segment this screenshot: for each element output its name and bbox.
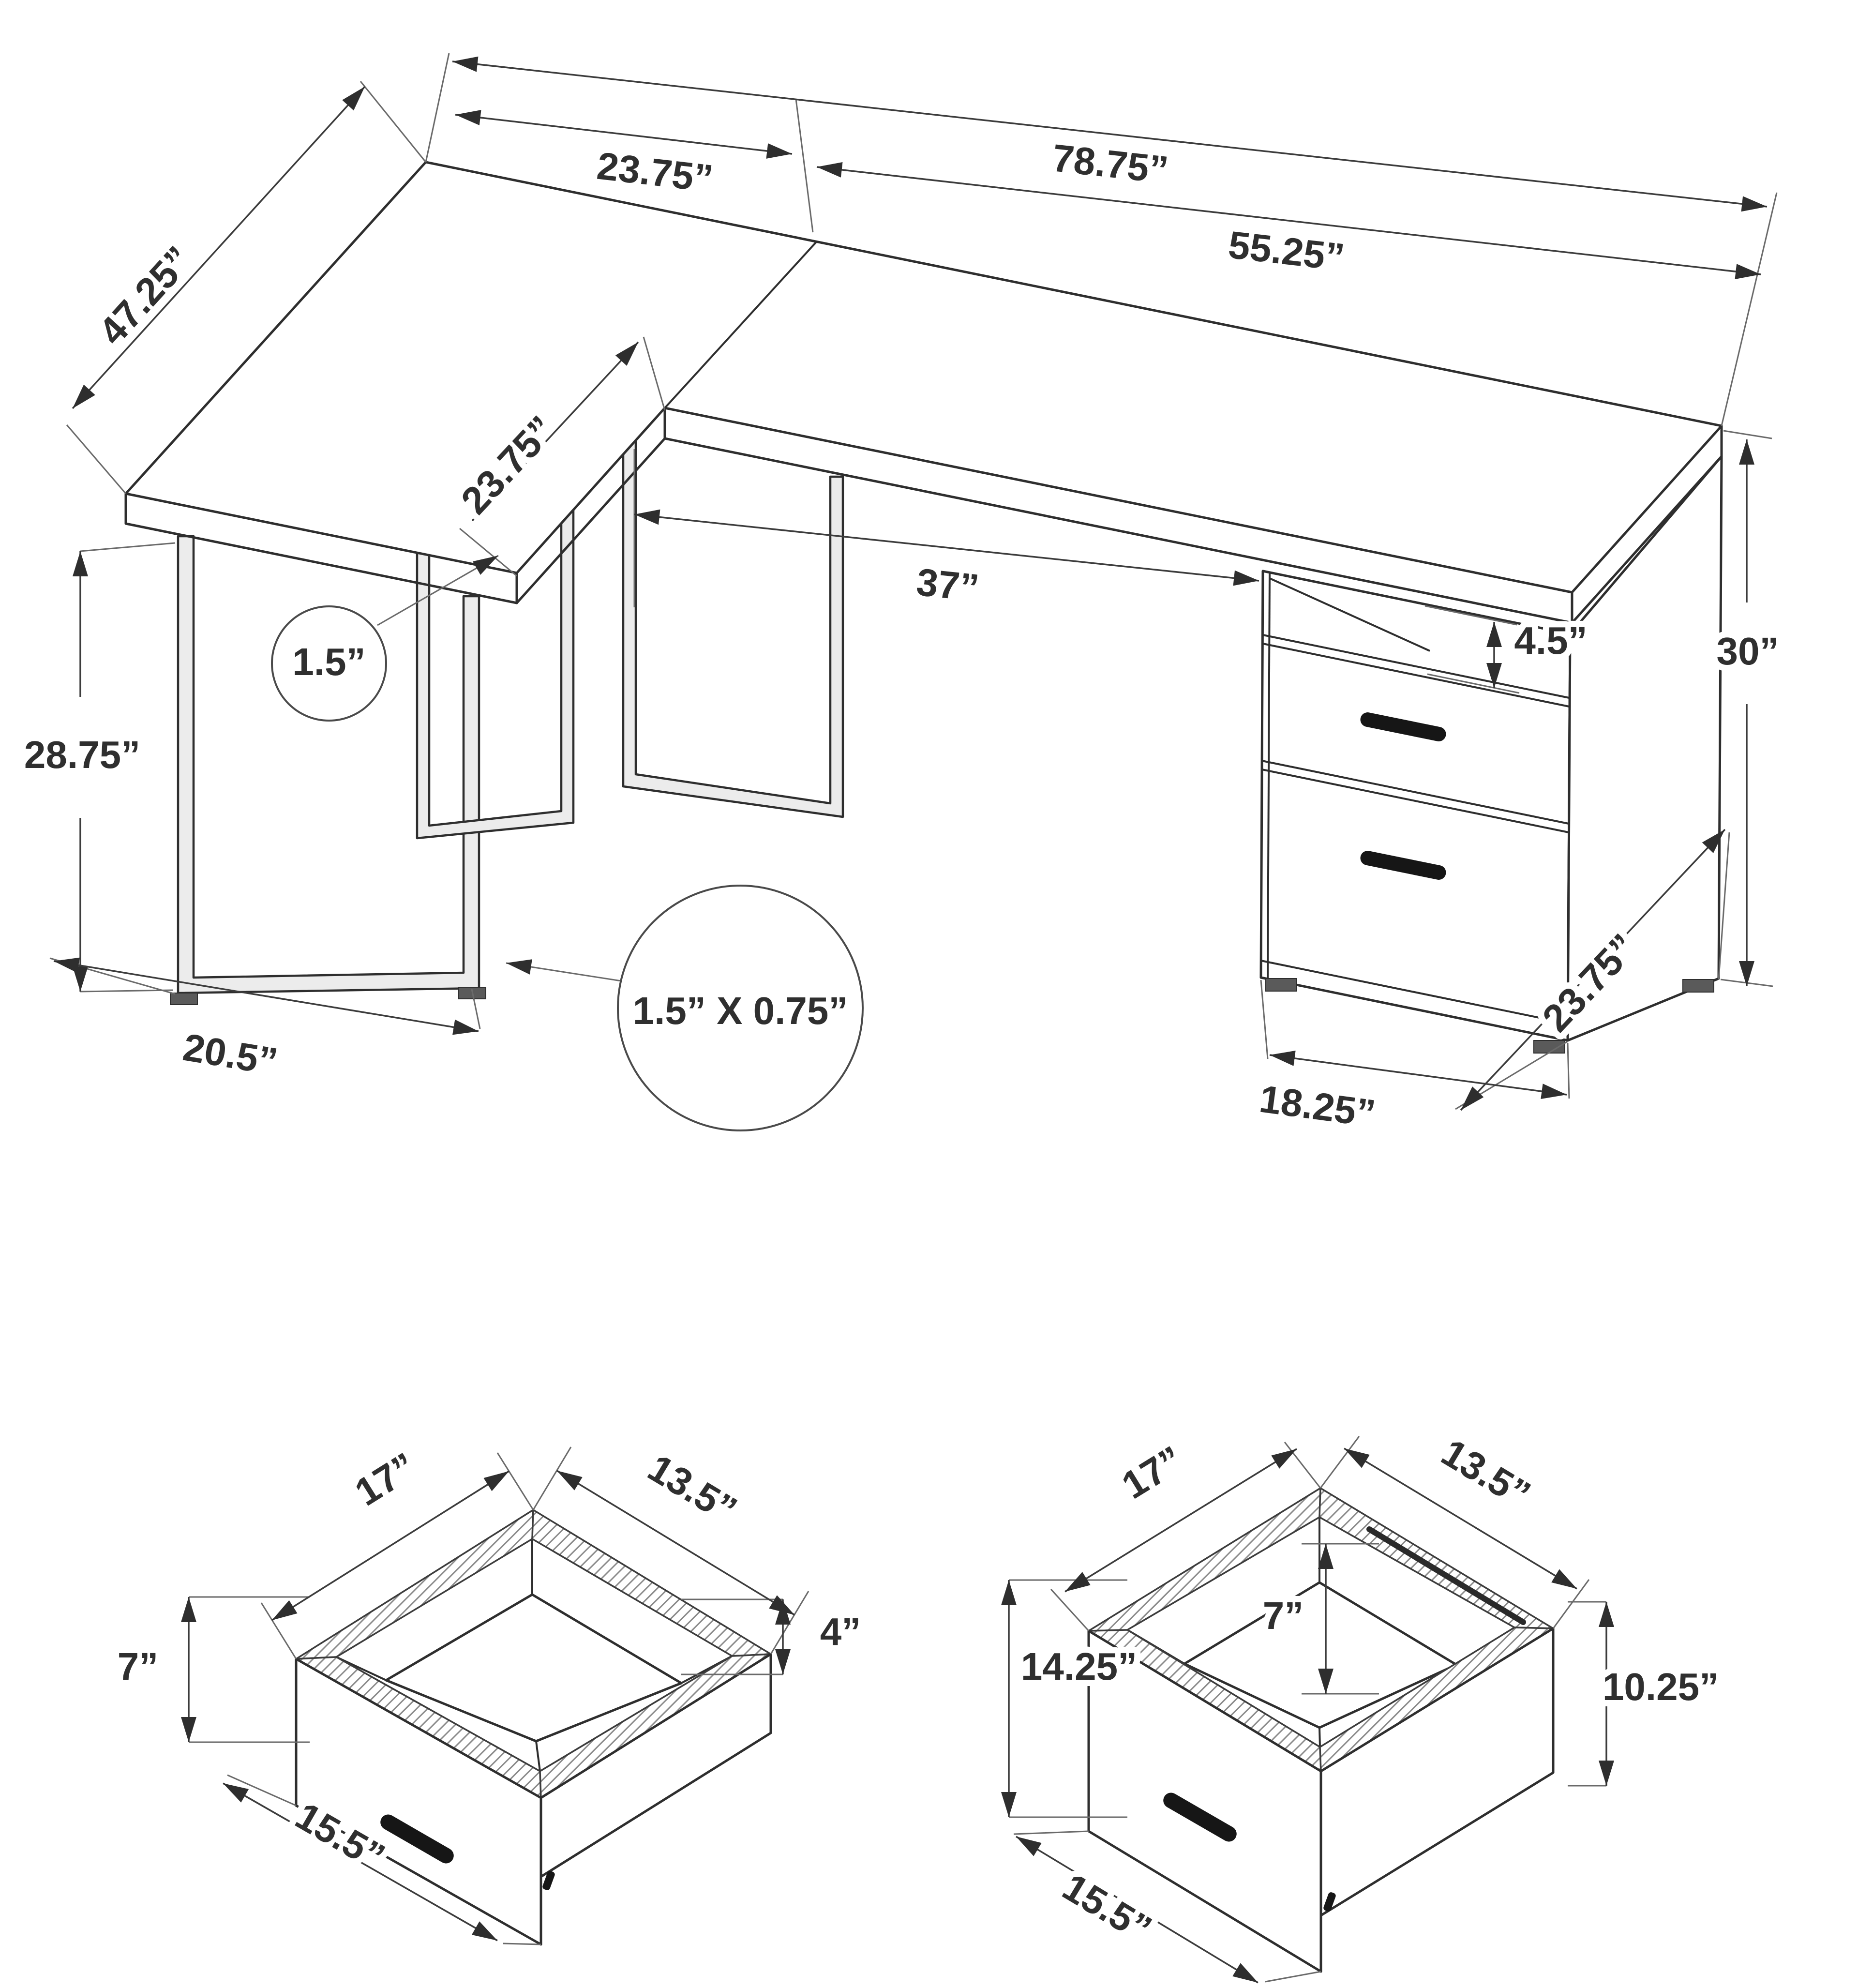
file-drawer-handle xyxy=(1163,1792,1237,1842)
dim-file-inner-length: 17” xyxy=(1114,1438,1190,1507)
drawer-slide-peg xyxy=(1323,1892,1336,1912)
thickness-callout-circle xyxy=(271,605,387,722)
drawer-slide-peg xyxy=(542,1871,555,1890)
dim-overall-height: 30” xyxy=(1717,630,1779,673)
dim-small-front-height: 7” xyxy=(118,1645,159,1688)
dim-metal-tube-size: 1.5” X 0.75” xyxy=(633,989,848,1032)
dim-open-shelf-height: 4.5” xyxy=(1514,619,1587,662)
dim-return-length: 47.25” xyxy=(90,238,200,353)
desk-isometric-view xyxy=(124,161,1723,1054)
drawer-separator xyxy=(1261,760,1569,833)
dim-top-thickness: 1.5” xyxy=(292,640,365,683)
cubby-back-edge xyxy=(1269,577,1430,652)
cubby-shelf xyxy=(1262,634,1570,708)
pedestal-foot xyxy=(1265,978,1297,992)
dim-small-inner-length: 17” xyxy=(347,1445,423,1514)
dim-file-front-height: 14.25” xyxy=(1021,1645,1137,1688)
leg-foot xyxy=(170,993,198,1005)
pedestal-drawer-handle xyxy=(1360,712,1446,741)
dim-overall-width: 78.75” xyxy=(1050,136,1170,192)
dim-leg-frame-width: 20.5” xyxy=(180,1025,281,1084)
file-drawer-detail-view: 17” 13.5” 7” 14.25” 10.25” 15.5” xyxy=(1001,1424,1725,1984)
middle-leg-frame xyxy=(622,430,844,818)
dim-left-section-width: 23.75” xyxy=(595,144,715,200)
dim-file-inner-width: 13.5” xyxy=(1434,1431,1538,1516)
dim-file-inner-depth: 7” xyxy=(1263,1594,1304,1637)
pedestal-foot xyxy=(1682,979,1714,993)
dim-file-side-height: 10.25” xyxy=(1603,1665,1719,1708)
pedestal-drawer-handle xyxy=(1360,851,1446,880)
dim-small-inner-width: 13.5” xyxy=(641,1446,744,1532)
small-drawer-detail-view: 17” 13.5” 7” 4” 15.5” xyxy=(111,1438,867,1946)
desk-top xyxy=(124,161,1723,594)
tube-size-callout-circle xyxy=(617,885,864,1131)
dim-file-front-width: 15.5” xyxy=(1055,1865,1159,1951)
dim-knee-space: 37” xyxy=(914,560,981,610)
dim-right-section-width: 55.25” xyxy=(1226,223,1347,279)
dim-leg-height: 28.75” xyxy=(24,733,140,776)
dim-small-side-height: 4” xyxy=(820,1610,861,1653)
dim-pedestal-width: 18.25” xyxy=(1257,1077,1378,1135)
desk-top-seam xyxy=(664,241,818,409)
left-leg-frame xyxy=(177,535,480,994)
